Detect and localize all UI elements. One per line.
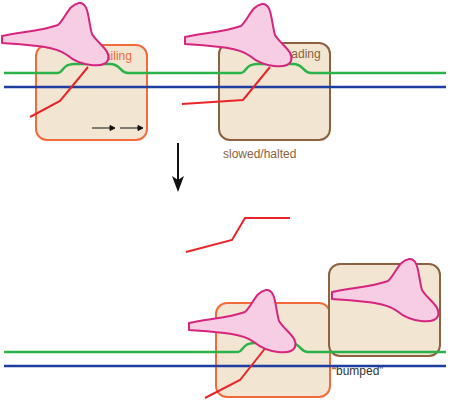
- box-label: Leading: [278, 47, 321, 61]
- released-peptide: [186, 218, 290, 252]
- status-label: slowed/halted: [223, 147, 296, 161]
- ribosome-box: “bumped”: [328, 263, 441, 357]
- step-arrow: [172, 143, 184, 192]
- ribosome-box: [215, 302, 331, 398]
- ribosome-box: Trailing: [35, 44, 148, 141]
- box-label: “bumped”: [332, 364, 383, 378]
- box-label: Trailing: [93, 49, 132, 63]
- ribosome-box: Leadingslowed/halted: [218, 42, 331, 141]
